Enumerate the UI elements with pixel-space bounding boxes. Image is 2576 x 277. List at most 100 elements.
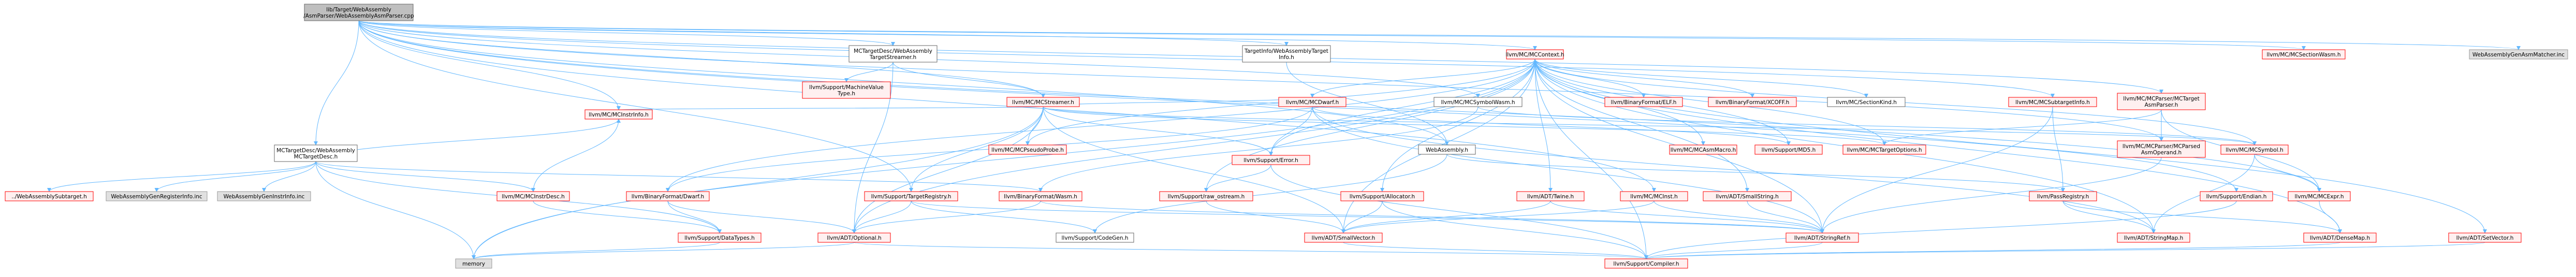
node-box: [106, 191, 208, 201]
node-gen-asmmatcher[interactable]: WebAssemblyGenAsmMatcher.inc: [2469, 49, 2568, 60]
edge-mcdwarf-to-stringmap: [1312, 106, 2156, 234]
edge-root-to-mcparsedasmop: [358, 20, 2163, 141]
node-mcdwarf[interactable]: llvm/MC/MCDwarf.h: [1278, 97, 1346, 107]
node-sectionkind[interactable]: llvm/MC/SectionKind.h: [1827, 97, 1906, 107]
node-codegen[interactable]: llvm/Support/CodeGen.h: [1056, 232, 1134, 243]
edge-mccontext-to-bf-dwarf: [666, 59, 1535, 192]
edge-mcinst-to-stringref: [1653, 200, 1824, 234]
node-datatypes[interactable]: llvm/Support/DataTypes.h: [678, 232, 762, 243]
node-label: TargetStreamer.h: [869, 54, 916, 61]
node-stringref[interactable]: llvm/ADT/StringRef.h: [1785, 232, 1859, 243]
node-label: llvm/MC/SectionKind.h: [1836, 99, 1897, 106]
edge-sup-error-to-raw-ostream: [1204, 164, 1271, 192]
node-label: llvm/MC/MCDwarf.h: [1286, 99, 1339, 106]
node-wasm-subtarget[interactable]: ../WebAssemblySubtarget.h: [5, 191, 94, 201]
edge-mcdwarf-to-stringref: [1312, 106, 1824, 234]
edge-mctstreamer-to-optional: [852, 62, 894, 234]
node-gen-reginfo[interactable]: WebAssemblyGenRegisterInfo.inc: [106, 191, 208, 201]
node-label: AsmOperand.h: [2141, 150, 2182, 156]
node-setvector[interactable]: llvm/ADT/SetVector.h: [2448, 232, 2522, 243]
node-memory[interactable]: memory: [455, 258, 492, 269]
node-smallstring[interactable]: llvm/ADT/SmallString.h: [1703, 191, 1792, 201]
node-sup-error[interactable]: llvm/Support/Error.h: [1232, 155, 1310, 165]
node-bf-wasm[interactable]: llvm/BinaryFormat/Wasm.h: [999, 191, 1082, 201]
node-mcpseudoprobe[interactable]: llvm/MC/MCPseudoProbe.h: [988, 144, 1067, 155]
edge-mcinstrinfo-to-mcinstrdesc: [531, 119, 619, 192]
edge-mctdesc-to-memory: [315, 161, 476, 259]
node-label: llvm/BinaryFormat/XCOFF.h: [1716, 99, 1790, 106]
edge-mcstreamer-to-optional: [852, 106, 1044, 234]
node-box: [848, 45, 938, 63]
node-label: llvm/Support/Compiler.h: [1613, 261, 1679, 267]
node-box: [2117, 140, 2206, 158]
node-label: llvm/Support/Error.h: [1243, 157, 1298, 164]
node-box: [1159, 191, 1253, 201]
node-mccontext[interactable]: llvm/MC/MCContext.h: [1505, 49, 1564, 60]
edge-root-to-gen-asmmatcher: [358, 20, 2520, 50]
node-mcinstrinfo[interactable]: llvm/MC/MCInstrInfo.h: [584, 109, 653, 120]
node-webassemblyh[interactable]: WebAssembly.h: [1418, 144, 1476, 155]
edge-mcstreamer-to-smallvector: [1043, 106, 1345, 234]
node-targetregistry[interactable]: llvm/Support/TargetRegistry.h: [864, 191, 958, 201]
node-label: llvm/ADT/StringRef.h: [1794, 235, 1851, 241]
node-box: [1754, 144, 1823, 155]
node-twine[interactable]: llvm/ADT/Twine.h: [1516, 191, 1585, 201]
node-box: [2008, 97, 2097, 107]
node-box: [2303, 232, 2377, 243]
node-label: llvm/Support/CodeGen.h: [1062, 235, 1129, 241]
node-mcsymbol[interactable]: llvm/MC/MCSymbol.h: [2220, 144, 2289, 155]
node-raw-ostream[interactable]: llvm/Support/raw_ostream.h: [1159, 191, 1253, 201]
edge-root-to-mcsubtarget: [358, 20, 2055, 98]
node-box: [1418, 144, 1476, 155]
edge-mcparsedasmop-to-stringref: [1820, 157, 2162, 234]
node-xcoff[interactable]: llvm/BinaryFormat/XCOFF.h: [1708, 97, 1797, 107]
node-label: llvm/ADT/Twine.h: [1527, 194, 1574, 200]
node-stringmap[interactable]: llvm/ADT/StringMap.h: [2117, 232, 2190, 243]
edge-mcsymbol-to-mcexpr: [2254, 154, 2321, 192]
node-label: llvm/MC/MCInstrDesc.h: [502, 194, 565, 200]
node-mcsubtarget[interactable]: llvm/MC/MCSubtargetInfo.h: [2008, 97, 2097, 107]
node-md5[interactable]: llvm/Support/MD5.h: [1754, 144, 1823, 155]
edge-twine-to-smallvector: [1341, 200, 1551, 234]
node-box: [1708, 97, 1797, 107]
node-mcsymbolwasm[interactable]: llvm/MC/MCSymbolWasm.h: [1433, 97, 1523, 107]
edge-bf-dwarf-to-optional: [667, 200, 856, 234]
node-passregistry[interactable]: llvm/PassRegistry.h: [2029, 191, 2097, 201]
node-box: [2448, 232, 2522, 243]
edge-root-to-mcsectionwasm: [358, 20, 2306, 50]
node-mcasmmacro[interactable]: llvm/MC/MCAsmMacro.h: [1669, 144, 1737, 155]
node-mcinst[interactable]: llvm/MC/MCInst.h: [1620, 191, 1688, 201]
node-label: llvm/MC/MCAsmMacro.h: [1671, 147, 1736, 153]
node-allocator[interactable]: llvm/Support/Allocator.h: [1340, 191, 1424, 201]
edge-mcstreamer-to-mcsymbol: [1043, 106, 2257, 145]
node-optional[interactable]: llvm/ADT/Optional.h: [817, 232, 891, 243]
node-densemap[interactable]: llvm/ADT/DenseMap.h: [2303, 232, 2377, 243]
node-mcsectionwasm[interactable]: llvm/MC/MCSectionWasm.h: [2262, 49, 2346, 60]
node-mctargetoptions[interactable]: llvm/MC/MCTargetOptions.h: [1842, 144, 1926, 155]
node-mcexpr[interactable]: llvm/MC/MCExpr.h: [2288, 191, 2351, 201]
node-label: llvm/MC/MCParser/MCParsed: [2123, 143, 2200, 150]
node-bf-dwarf[interactable]: llvm/BinaryFormat/Dwarf.h: [626, 191, 710, 201]
node-label: llvm/BinaryFormat/ELF.h: [1611, 99, 1677, 106]
node-gen-instrinfo[interactable]: WebAssemblyGenInstrInfo.inc: [217, 191, 311, 201]
node-compiler[interactable]: llvm/Support/Compiler.h: [1604, 258, 1688, 269]
node-smallvector[interactable]: llvm/ADT/SmallVector.h: [1304, 232, 1383, 243]
node-box: [2220, 144, 2289, 155]
node-mcinstrdesc[interactable]: llvm/MC/MCInstrDesc.h: [496, 191, 570, 201]
node-endian[interactable]: llvm/Support/Endian.h: [2200, 191, 2273, 201]
node-elf[interactable]: llvm/BinaryFormat/ELF.h: [1604, 97, 1683, 107]
node-box: [1703, 191, 1792, 201]
node-mcstreamer[interactable]: llvm/MC/MCStreamer.h: [1006, 97, 1080, 107]
node-box: [217, 191, 311, 201]
edge-endian-to-compiler: [1644, 200, 2237, 259]
node-root[interactable]: lib/Target/WebAssembly/AsmParser/WebAsse…: [303, 4, 414, 21]
node-box: [5, 191, 94, 201]
edge-mctstreamer-to-mcstreamer: [892, 62, 1045, 98]
